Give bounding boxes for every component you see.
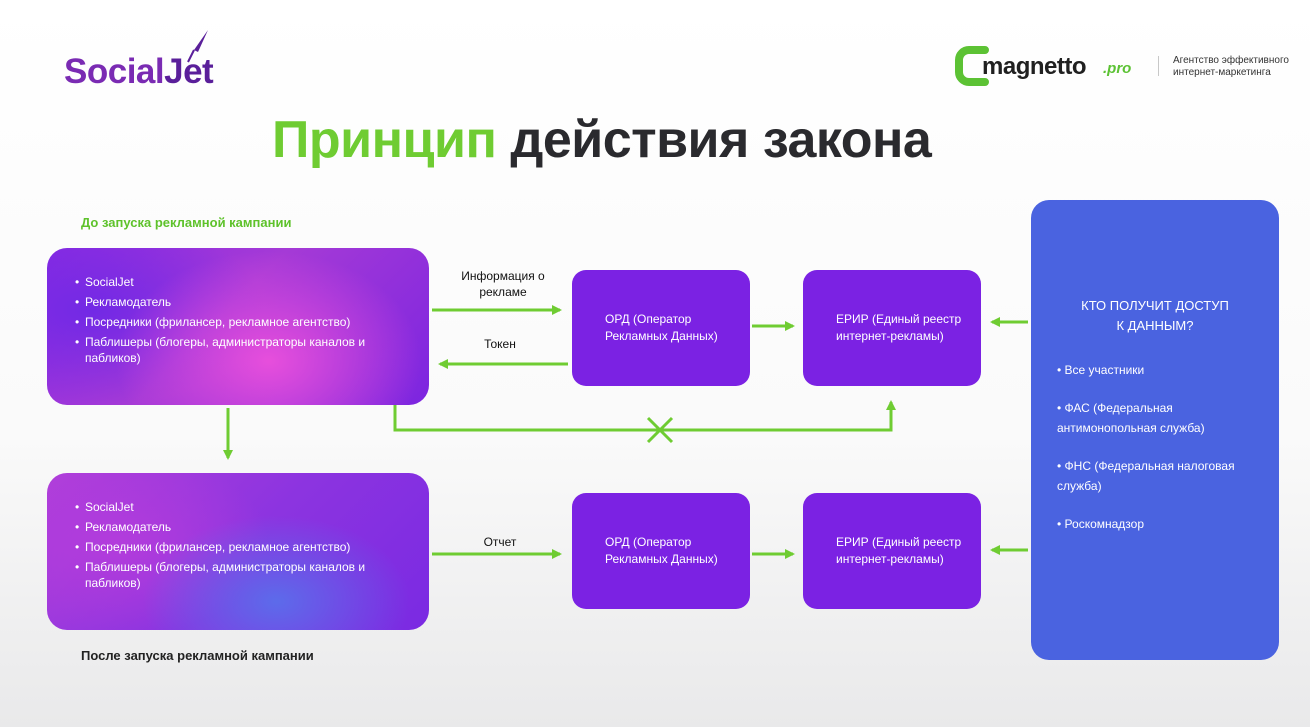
participant-item: •SocialJet [75,500,134,514]
participants-after-box: •SocialJet •Рекламодатель •Посредники (ф… [47,473,429,630]
tagline-line-1: Агентство эффективного [1173,55,1289,66]
ord-box-bottom-label: ОРД (Оператор Рекламных Данных) [605,535,718,566]
rocket-icon [187,30,208,63]
magnetto-tagline: Агентство эффективного интернет-маркетин… [1173,55,1293,79]
ord-box-bottom: ОРД (Оператор Рекламных Данных) [572,493,750,609]
participant-item: •Посредники (фрилансер, рекламное агентс… [75,315,351,329]
erir-box-top-label: ЕРИР (Единый реестр интернет-рекламы) [836,312,962,343]
section-label-after: После запуска рекламной кампании [81,648,314,663]
tagline-line-2: интернет-маркетинга [1173,67,1271,78]
erir-box-bottom-label: ЕРИР (Единый реестр интернет-рекламы) [836,535,962,566]
arrow-bypass [393,400,896,432]
edge-label-report: Отчет [483,535,517,549]
magnetto-logo-suffix: .pro [1103,60,1132,77]
ord-box-top-label: ОРД (Оператор Рекламных Данных) [605,312,718,343]
title-accent: Принцип [272,111,497,169]
socialjet-logo: SocialJet [64,52,214,92]
erir-box-top: ЕРИР (Единый реестр интернет-рекламы) [803,270,981,386]
logo-divider [1158,56,1159,76]
participant-item: •Паблишеры (блогеры, администраторы кана… [75,560,366,590]
participant-item: •Рекламодатель [75,520,172,534]
edge-label-token: Токен [484,337,516,351]
cross-mark-2 [646,416,674,444]
participants-before-box: •SocialJet •Рекламодатель •Посредники (ф… [47,248,429,405]
section-label-before: До запуска рекламной кампании [81,215,292,230]
magnetto-logo-icon [955,46,989,86]
participant-item: •Рекламодатель [75,295,172,309]
participant-item: •Паблишеры (блогеры, администраторы кана… [75,335,366,365]
data-access-title: КТО ПОЛУЧИТ ДОСТУП К ДАННЫМ? [1081,298,1229,333]
participant-item: •SocialJet [75,275,134,289]
socialjet-logo-part1: Social [64,52,165,91]
title-rest: действия закона [510,111,932,169]
erir-box-bottom: ЕРИР (Единый реестр интернет-рекламы) [803,493,981,609]
ord-box-top: ОРД (Оператор Рекламных Данных) [572,270,750,386]
access-item: • Все участники [1057,363,1145,377]
access-item: • Роскомнадзор [1057,517,1145,531]
magnetto-logo-text: magnetto [982,53,1087,80]
participant-item: •Посредники (фрилансер, рекламное агентс… [75,540,351,554]
access-item: • ФНС (Федеральная налоговая служба) [1057,459,1235,493]
access-item: • ФАС (Федеральная антимонопольная служб… [1057,401,1205,435]
page-title: Принцип действия закона [272,110,932,170]
edge-label-info: Информация о рекламе [461,269,545,299]
data-access-panel: КТО ПОЛУЧИТ ДОСТУП К ДАННЫМ? • Все участ… [1031,200,1279,660]
